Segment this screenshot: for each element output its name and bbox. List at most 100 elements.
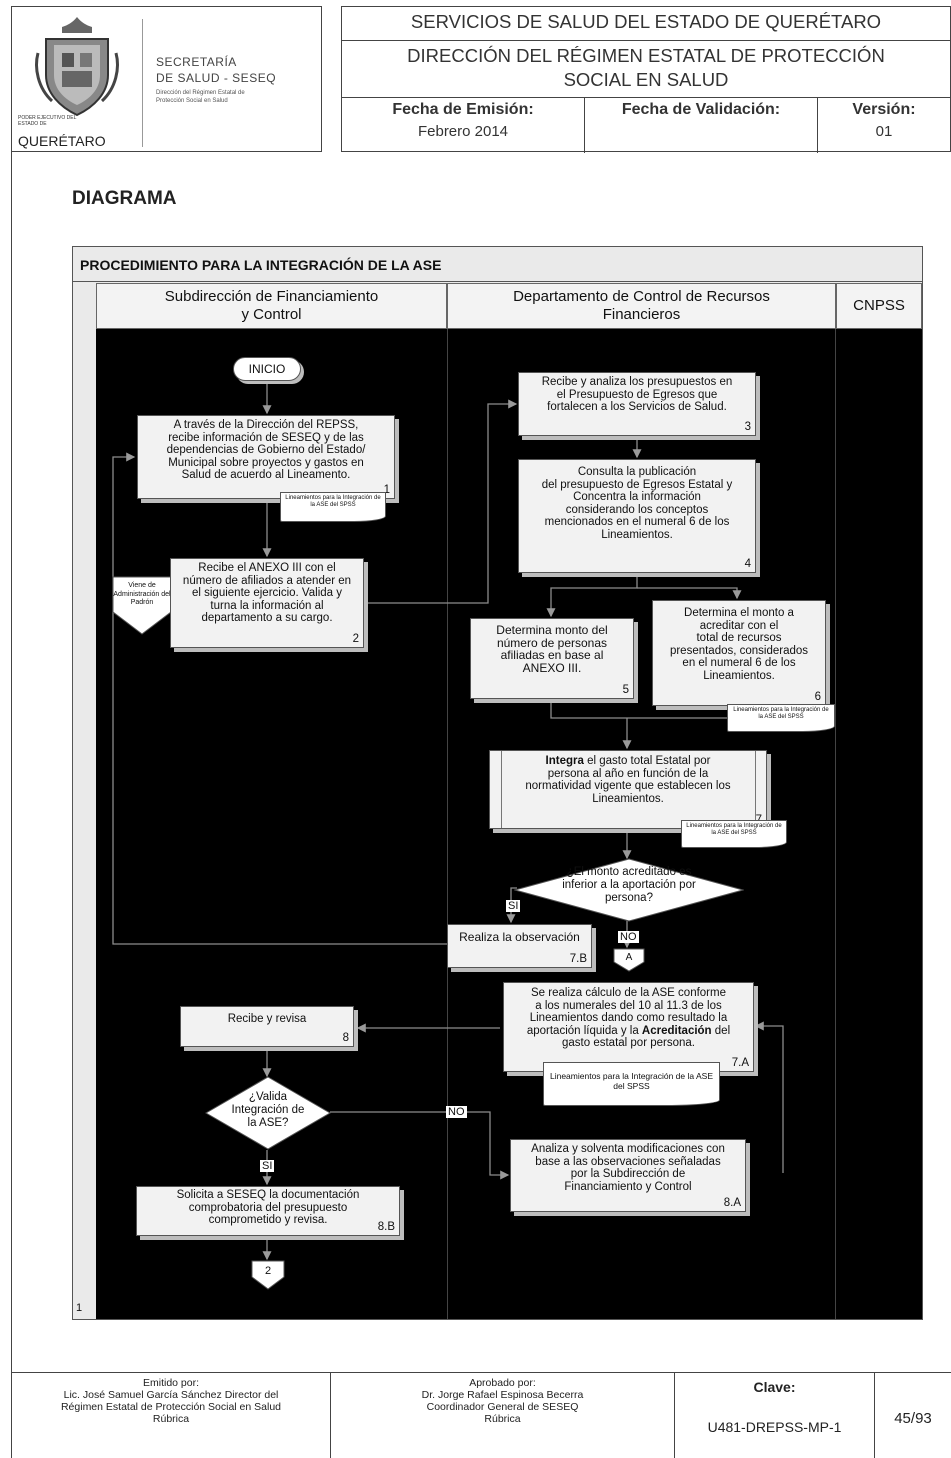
emision-value: Febrero 2014 [417, 123, 509, 140]
secretaria-small-line1: Dirección del Régimen Estatal de [156, 90, 245, 96]
lane-header-departamento-line1: Departamento de Control de Recursos [513, 288, 770, 305]
step-7-line1-rest: el gasto total Estatal por [583, 755, 711, 767]
diagram-title: PROCEDIMIENTO PARA LA INTEGRACIÓN DE LA … [80, 257, 442, 273]
step-4-line5: mencionados en el numeral 6 de los [544, 516, 730, 528]
header-row-divider [342, 97, 950, 98]
step-7b-box: Realiza la observación 7.B [447, 924, 592, 968]
lane-divider-1 [447, 329, 448, 1319]
line-8a-7a [754, 1021, 784, 1173]
step-7a-line4-pre: aportación líquida y la [526, 1024, 642, 1037]
step-8a-line2: base a las observaciones señaladas [535, 1155, 721, 1168]
lane-header-cnpss: CNPSS [836, 283, 922, 329]
decision-1-line2: inferior a la aportación por [562, 879, 696, 891]
step-1-number: 1 [383, 483, 390, 496]
step-4-line1: Consulta la publicación [577, 466, 697, 478]
decision-2-no-label: NO [446, 1106, 467, 1118]
step-3-line2: el Presupuesto de Egresos que [556, 388, 718, 401]
step-6-line1: Determina el monto a [684, 607, 794, 619]
step-2-line4: turna la información al [210, 599, 324, 612]
step-6-line4: presentados, considerados [669, 644, 809, 657]
connector-a-text: A [625, 952, 633, 963]
logo-divider [142, 19, 143, 147]
lane-header-subdireccion: Subdirección de Financiamiento y Control [96, 283, 447, 329]
line-4-6 [637, 587, 742, 600]
doc-lineamientos-1: Lineamientos para la Integración de la A… [280, 492, 386, 522]
step-4-number: 4 [744, 557, 751, 570]
header-col-divider-2 [817, 97, 818, 153]
step-8a-line3: por la Subdirección de [570, 1168, 686, 1180]
step-3-number: 3 [744, 420, 751, 433]
header-title: SERVICIOS DE SALUD DEL ESTADO DE QUERÉTA… [342, 7, 950, 41]
doc-lineamientos-6: Lineamientos para la Integración de la A… [727, 704, 835, 732]
version-value: 01 [875, 123, 893, 140]
step-7-line4: Lineamientos. [592, 792, 664, 805]
step-5-line3: afiliadas en base al [500, 648, 604, 662]
emision-label: Fecha de Emisión: [392, 101, 534, 118]
doc-lineamientos-7: Lineamientos para la Integración de la A… [681, 820, 787, 848]
step-8-number: 8 [342, 1031, 349, 1044]
step-7a-line4-bold: Acreditación [641, 1024, 712, 1037]
step-7a-line5: gasto estatal por persona. [562, 1037, 695, 1049]
footer-aprobado-line1: Dr. Jorge Rafael Espinosa Becerra [421, 1389, 584, 1401]
step-2-line1: Recibe el ANEXO III con el [198, 562, 336, 574]
footer-emitido-line3: Rúbrica [152, 1413, 190, 1425]
start-terminator: INICIO [233, 357, 301, 381]
step-7-inner-rule-left [501, 751, 502, 828]
step-8a-line4: Financiamiento y Control [564, 1180, 692, 1193]
footer-clave-label: Clave: [753, 1379, 796, 1395]
step-2-number: 2 [352, 632, 359, 645]
step-7b-line1: Realiza la observación [459, 930, 580, 944]
step-6-line5: en el numeral 6 de los [682, 657, 796, 669]
decision-2-line1: ¿Valida [248, 1091, 288, 1103]
step-4-line3: Concentra la información [573, 491, 701, 503]
step-7a-line1: Se realiza cálculo de la ASE conforme [531, 987, 726, 999]
step-7-box: Integra el gasto total Estatal por perso… [489, 750, 767, 829]
footer-aprobado-line2: Coordinador General de SESEQ [426, 1401, 579, 1413]
line-no-8a [330, 1111, 510, 1180]
logo-state-name: QUERÉTARO [18, 133, 106, 149]
offpage-connector-viene [112, 576, 172, 635]
header-title-panel: SERVICIOS DE SALUD DEL ESTADO DE QUERÉTA… [341, 6, 951, 153]
decision-1-si-label: SI [506, 900, 521, 912]
step-3-line3: fortalecen a los Servicios de Salud. [547, 401, 727, 413]
step-7b-number: 7.B [569, 952, 587, 965]
validacion-label: Fecha de Validación: [621, 101, 781, 118]
step-8a-line1: Analiza y solventa modificaciones con [531, 1143, 725, 1155]
secretaria-small-line2: Protección Social en Salud [156, 98, 228, 104]
page-left-rule [11, 152, 12, 1372]
footer-table [11, 1372, 951, 1458]
step-7a-line4-post: del [711, 1024, 731, 1037]
footer-clave-value: U481-DREPSS-MP-1 [707, 1419, 842, 1435]
step-5-line1: Determina monto del [496, 623, 608, 637]
step-8-line1: Recibe y revisa [227, 1013, 307, 1025]
step-7a-number: 7.A [731, 1056, 749, 1069]
decision-1-line1: ¿El monto acreditado es [566, 866, 692, 878]
step-3-box: Recibe y analiza los presupuestos en el … [518, 372, 756, 436]
step-7a-line2: a los numerales del 10 al 11.3 de los [535, 999, 722, 1012]
line-4-split [546, 574, 638, 618]
step-1-line4: Municipal sobre proyectos y gastos en [168, 456, 364, 469]
step-6-line6: Lineamientos. [703, 669, 775, 682]
step-2-line2: número de afiliados a atender en [182, 574, 352, 587]
line-7b-loop [112, 452, 447, 945]
footer-emitido-line1: Lic. José Samuel García Sánchez Director… [63, 1389, 279, 1401]
decision-1-no-label: NO [618, 931, 639, 943]
lane-header-subdireccion-line2: y Control [241, 306, 302, 323]
header-subtitle-line2: SOCIAL EN SALUD [563, 69, 729, 90]
step-3-line1: Recibe y analiza los presupuestos en [541, 376, 733, 388]
footer-aprobado-line3: Rúbrica [484, 1413, 521, 1425]
lane-divider-2 [835, 329, 836, 1319]
footer-emitido-line2: Régimen Estatal de Protección Social en … [60, 1401, 282, 1413]
step-7-line1: Integra el gasto total Estatal por [496, 755, 760, 768]
connector-2-text: 2 [264, 1265, 272, 1277]
step-7-line2: persona al año en función de la [547, 767, 709, 780]
step-8a-number: 8.A [723, 1196, 741, 1209]
footer-divider-3 [874, 1372, 875, 1458]
step-7-line1-bold: Integra [545, 755, 584, 767]
line-2-3 [365, 399, 518, 604]
step-4-line4: considerando los conceptos [565, 503, 709, 516]
step-2-box: Recibe el ANEXO III con el número de afi… [170, 558, 364, 648]
decision-2-line3: la ASE? [247, 1117, 289, 1129]
footer-aprobado: Aprobado por: Dr. Jorge Rafael Espinosa … [331, 1377, 674, 1425]
step-4-box: Consulta la publicación del presupuesto … [518, 459, 756, 573]
